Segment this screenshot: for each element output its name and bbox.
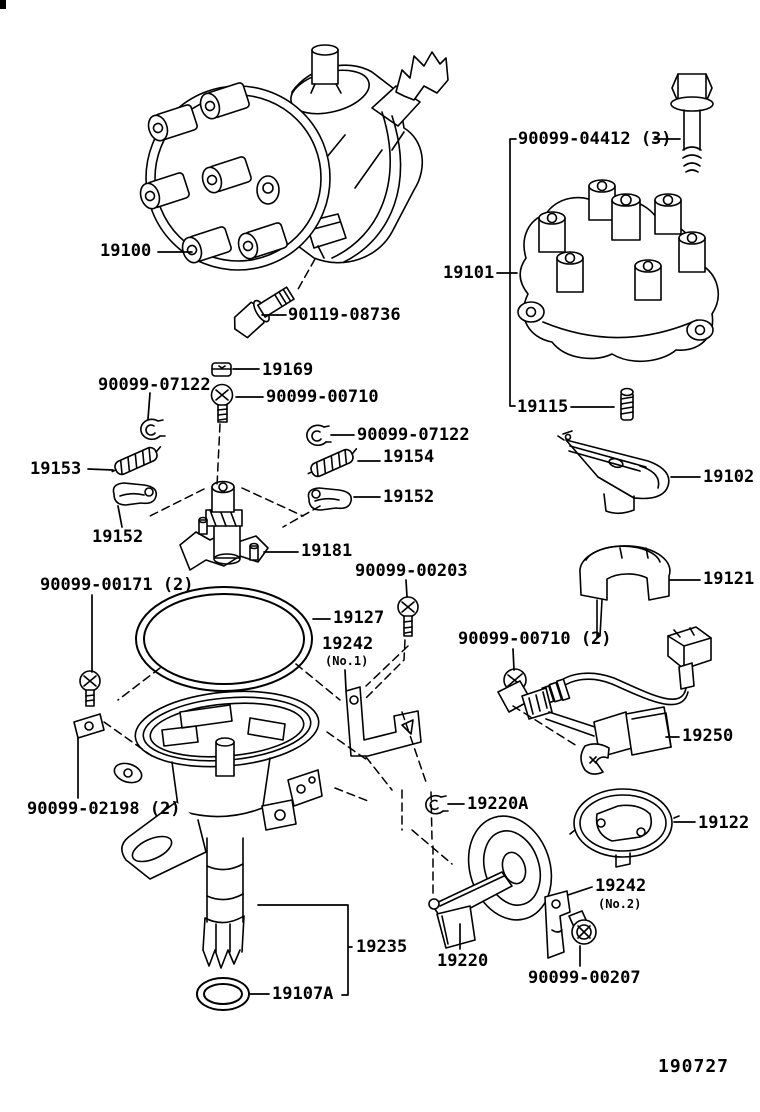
part-label-19107A: 19107A xyxy=(272,984,334,1004)
part-label-19242-no1: 19242 xyxy=(322,634,374,654)
part-label-90099-00203: 90099-00203 xyxy=(355,561,468,581)
distributor-assembly-drawing xyxy=(139,44,449,271)
part-sublabel-no2: (No.2) xyxy=(598,897,642,911)
part-label-90119-08736: 90119-08736 xyxy=(288,305,401,325)
part-label-90099-04412: 90099-04412 (3) xyxy=(518,129,672,149)
vacuum-advance-19220-drawing xyxy=(428,815,553,949)
distributor-cap-drawing xyxy=(517,179,720,363)
part-label-19153: 19153 xyxy=(30,459,82,479)
part-label-19235: 19235 xyxy=(356,937,408,957)
part-label-19102: 19102 xyxy=(703,467,755,487)
part-label-19101: 19101 xyxy=(443,263,495,283)
part-label-90099-00710-2: 90099-00710 (2) xyxy=(458,629,612,649)
part-label-19100: 19100 xyxy=(100,241,152,261)
clip-19220A-drawing xyxy=(425,794,449,815)
bolt-90099-04412-drawing xyxy=(670,73,714,173)
nut-19169-drawing xyxy=(211,362,232,377)
pickup-coil-19250-drawing xyxy=(497,626,712,775)
spring-19154-drawing xyxy=(307,448,358,478)
o-ring-19107A-drawing xyxy=(196,977,250,1011)
part-label-19220A: 19220A xyxy=(467,794,529,814)
part-label-90099-07122-r: 90099-07122 xyxy=(357,425,470,445)
housing-19235-drawing xyxy=(113,690,323,969)
part-label-19181: 19181 xyxy=(301,541,353,561)
cap-towers xyxy=(538,179,706,301)
part-label-90099-00171: 90099-00171 (2) xyxy=(40,575,194,595)
screw-90099-00203-drawing xyxy=(397,596,419,637)
part-label-90099-00710: 90099-00710 xyxy=(266,387,379,407)
screw-90099-00171-drawing xyxy=(73,670,105,739)
part-label-19220: 19220 xyxy=(437,951,489,971)
part-label-19121: 19121 xyxy=(703,569,755,589)
part-label-19152-r: 19152 xyxy=(383,487,435,507)
page-code: 190727 xyxy=(658,1056,730,1077)
cover-19121-drawing xyxy=(579,545,671,639)
part-label-90099-07122-l: 90099-07122 xyxy=(98,375,211,395)
part-label-90099-00207: 90099-00207 xyxy=(528,968,641,988)
scan-corner-mark xyxy=(0,0,6,9)
part-label-19169: 19169 xyxy=(262,360,314,380)
bolt-90119-08736-drawing xyxy=(233,286,295,339)
part-label-19242-no2: 19242 xyxy=(595,876,647,896)
part-label-19250: 19250 xyxy=(682,726,734,746)
spring-19153-drawing xyxy=(111,446,162,476)
part-label-19152-l: 19152 xyxy=(92,527,144,547)
governor-shaft-19181-drawing xyxy=(179,480,269,571)
screw-90099-00207-drawing xyxy=(568,910,597,945)
weight-19152-left-drawing xyxy=(112,482,158,506)
gasket-19127-drawing xyxy=(135,586,313,692)
bracket-19242-no1-drawing xyxy=(345,686,422,757)
washer-90099-07122-left-drawing xyxy=(140,418,166,441)
part-label-90099-02198: 90099-02198 (2) xyxy=(27,799,181,819)
explosion-dashed-lines xyxy=(103,258,578,899)
part-label-19122: 19122 xyxy=(698,813,750,833)
part-sublabel-no1: (No.1) xyxy=(325,654,369,668)
part-label-19115: 19115 xyxy=(517,397,569,417)
leader-lines xyxy=(77,138,701,996)
bracket-19242-no2-drawing xyxy=(544,890,571,959)
part-label-19127: 19127 xyxy=(333,608,385,628)
screw-19115-drawing xyxy=(620,387,634,421)
breaker-plate-19122-drawing xyxy=(569,788,680,868)
part-label-19154: 19154 xyxy=(383,447,435,467)
assembly-cap-towers xyxy=(139,82,288,264)
weight-19152-right-drawing xyxy=(307,487,353,511)
screw-90099-00710-drawing xyxy=(210,383,234,423)
washer-90099-07122-right-drawing xyxy=(306,424,332,447)
dust-cover-19102-drawing xyxy=(557,430,670,515)
